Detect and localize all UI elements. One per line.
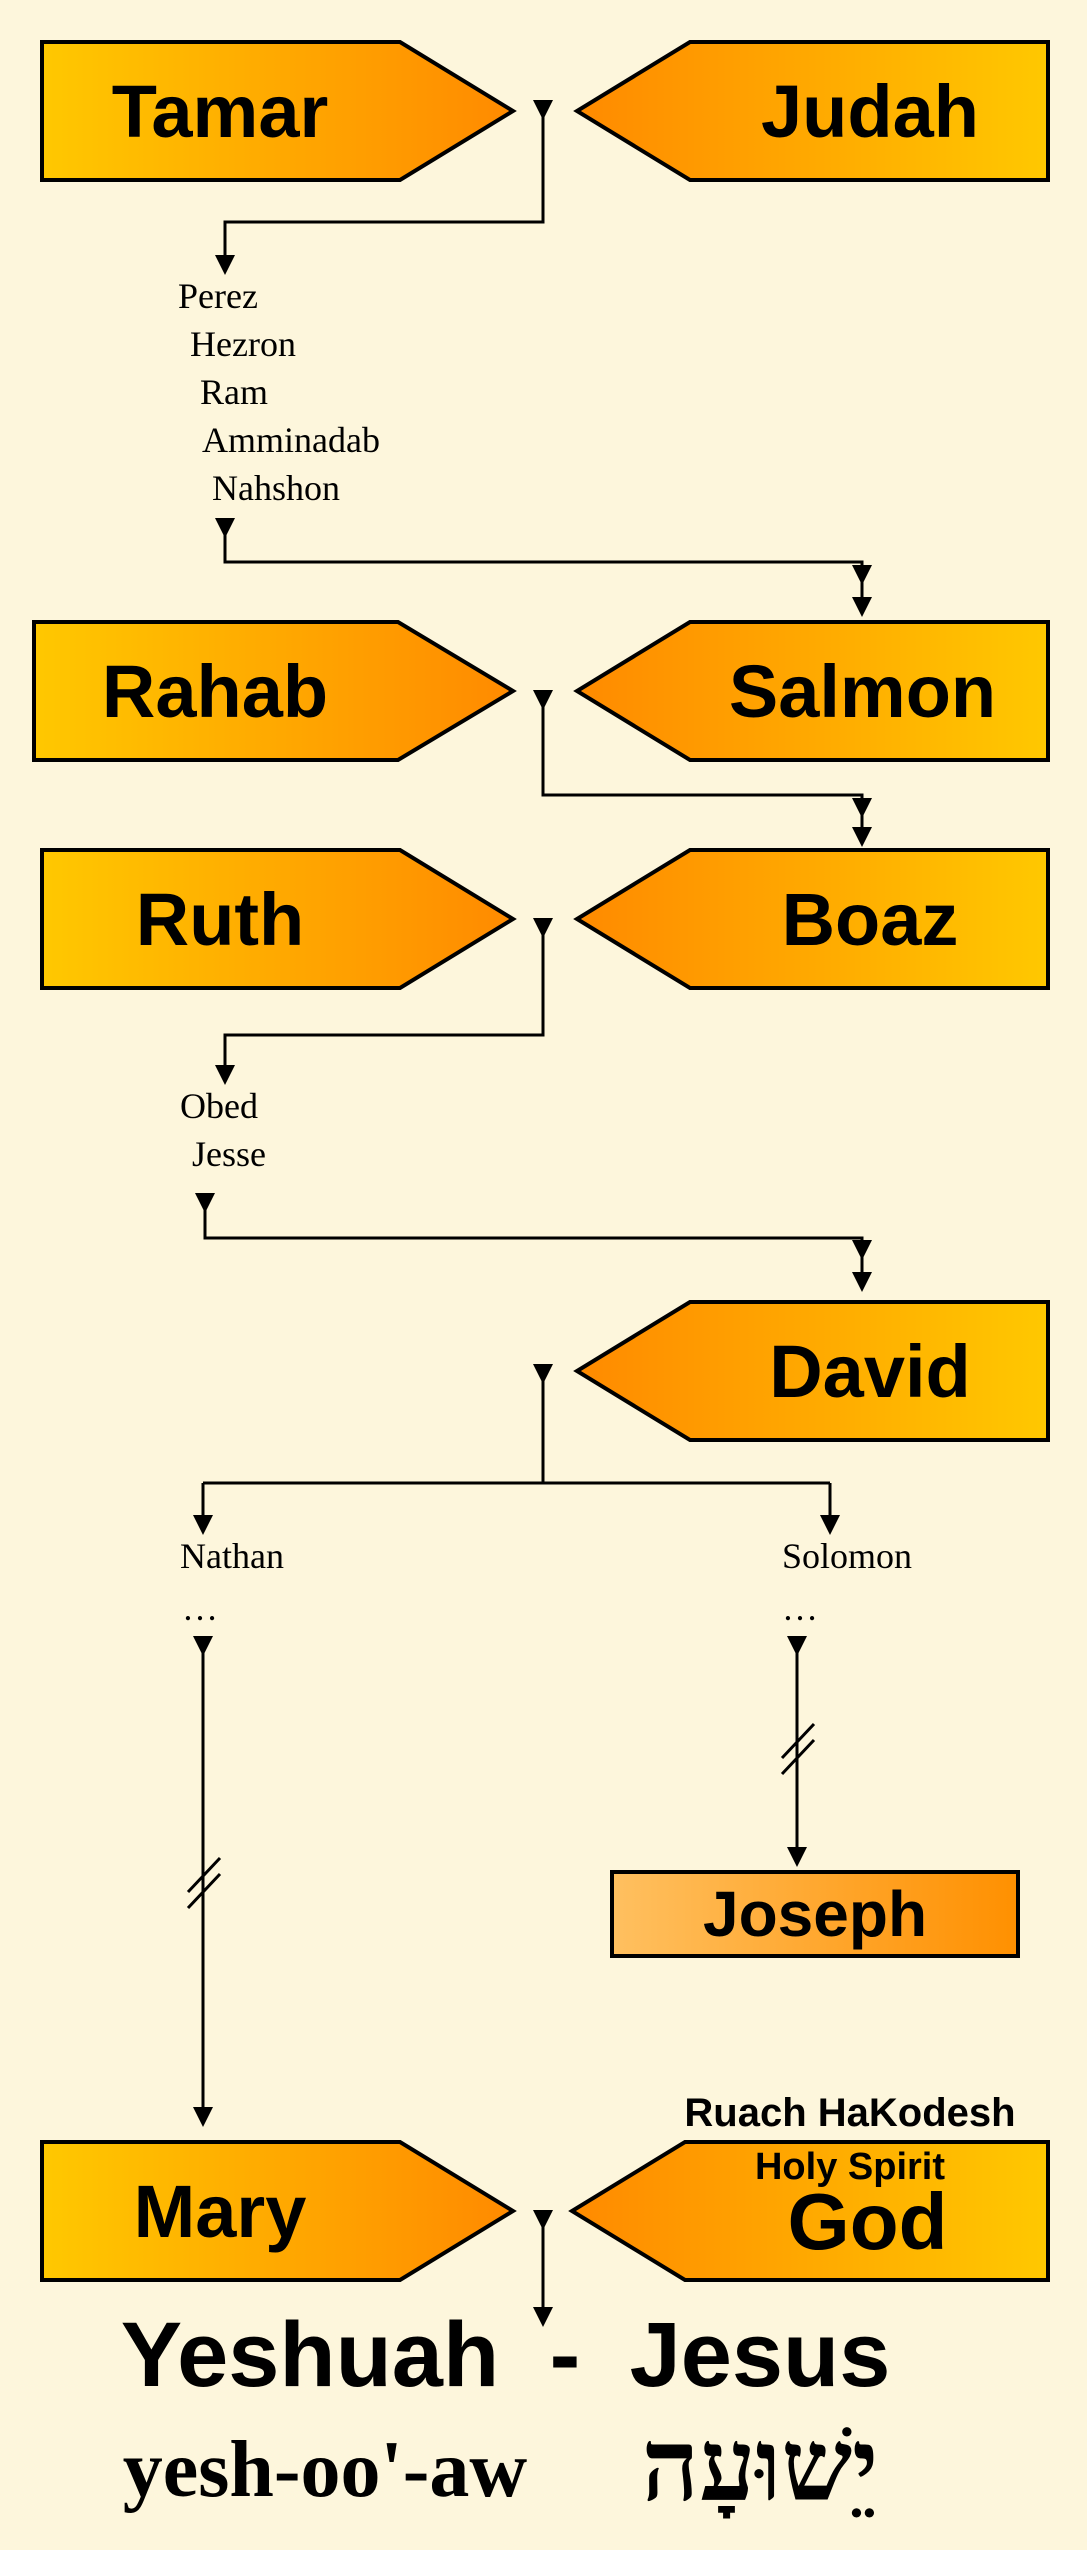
generation-jesse: Jesse (192, 1134, 266, 1174)
pronunciation-label: yesh-oo'-aw (122, 2425, 528, 2514)
joseph-label: Joseph (702, 1878, 928, 1950)
branch-nathan-ellipsis: … (182, 1588, 218, 1628)
joseph-box: Joseph (610, 1870, 1020, 1958)
hebrew-name: יֵשׁוּעָה (641, 2406, 879, 2524)
generation-obed: Obed (180, 1086, 258, 1126)
judah-box: Judah (573, 40, 1050, 182)
boaz-box: Boaz (573, 848, 1050, 990)
ruth-label: Ruth (135, 877, 305, 961)
rahab-label: Rahab (101, 649, 329, 733)
boaz-label: Boaz (781, 877, 959, 961)
jesus-title: Jesus (629, 2303, 891, 2406)
judah-label: Judah (761, 69, 979, 153)
yeshuah-title: Yeshuah (120, 2303, 500, 2406)
branch-solomon: Solomon (782, 1536, 913, 1576)
title-dash: - (549, 2303, 581, 2406)
tamar-box: Tamar (40, 40, 517, 182)
branch-solomon-ellipsis: … (782, 1588, 818, 1628)
salmon-label: Salmon (728, 649, 997, 733)
ruach-hakodesh-label: Ruach HaKodesh (684, 2090, 1016, 2135)
mary-box: Mary (40, 2140, 517, 2282)
generation-nahshon: Nahshon (212, 468, 340, 508)
rahab-box: Rahab (32, 620, 517, 762)
david-box: David (573, 1300, 1050, 1442)
generation-hezron: Hezron (190, 324, 296, 364)
god-box: God (568, 2140, 1050, 2282)
tamar-label: Tamar (111, 69, 329, 153)
david-label: David (769, 1329, 971, 1413)
holy-spirit-overlay: Holy Spirit (754, 2145, 946, 2188)
generation-amminadab: Amminadab (202, 420, 380, 460)
generation-perez: Perez (178, 276, 258, 316)
ruth-box: Ruth (40, 848, 517, 990)
god-label: God (787, 2177, 948, 2266)
branch-nathan: Nathan (180, 1536, 284, 1576)
salmon-box: Salmon (573, 620, 1050, 762)
generation-ram: Ram (200, 372, 268, 412)
mary-label: Mary (133, 2169, 307, 2253)
